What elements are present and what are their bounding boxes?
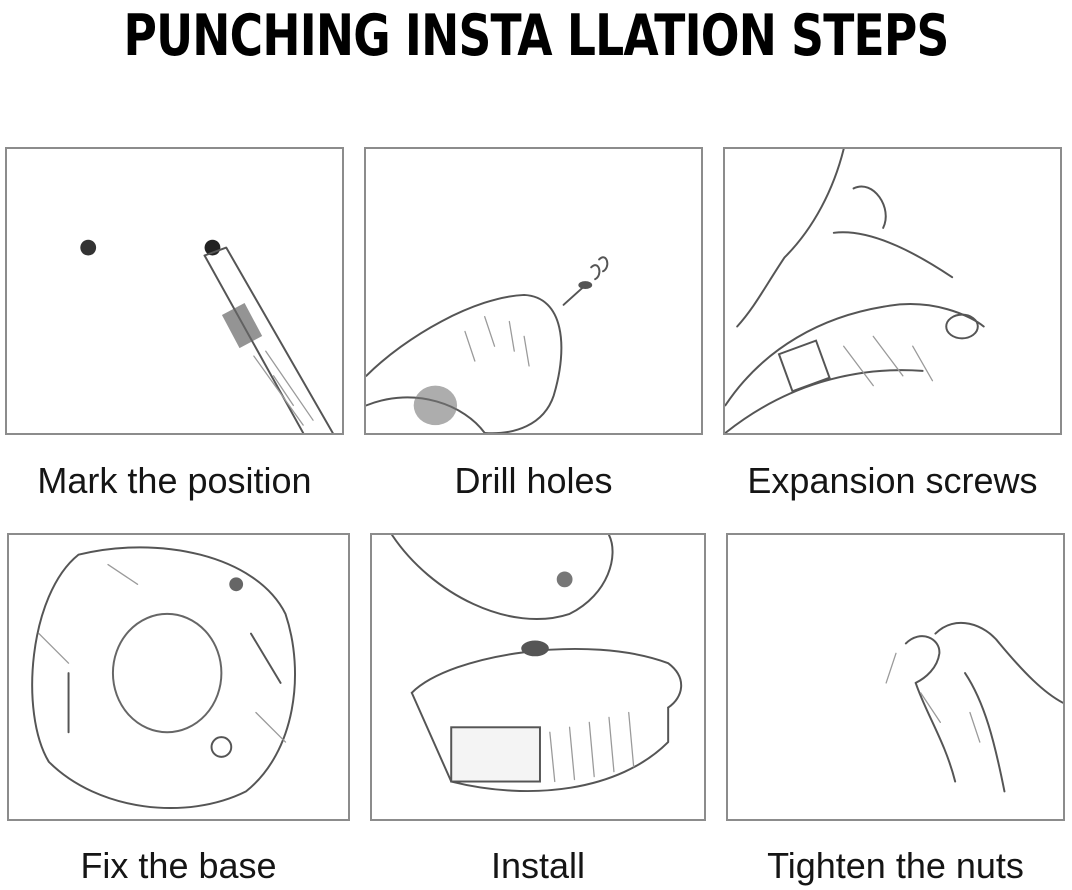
- step-1-illustration: [5, 147, 344, 435]
- step-4-caption: Fix the base: [80, 845, 277, 886]
- step-3-illustration: [723, 147, 1062, 435]
- step-6-caption: Tighten the nuts: [767, 845, 1024, 886]
- step-2-caption: Drill holes: [454, 460, 613, 501]
- step-4-illustration: [7, 533, 350, 821]
- page-title: PUNCHING INSTA LLATION STEPS: [123, 3, 949, 69]
- install-fixture-icon: [391, 535, 683, 793]
- step-5-caption: Install: [490, 845, 586, 886]
- expansion-screw-icon: [725, 149, 985, 433]
- step-1-caption: Mark the position: [37, 460, 312, 501]
- drill-icon: [366, 256, 609, 433]
- pen-marker-icon: [80, 239, 334, 433]
- step-6-illustration: [726, 533, 1065, 821]
- step-2-illustration: [364, 147, 703, 435]
- step-3-caption: Expansion screws: [747, 460, 1038, 501]
- base-plate-icon: [31, 546, 296, 810]
- hand-tighten-icon: [885, 621, 1063, 793]
- step-5-illustration: [370, 533, 706, 821]
